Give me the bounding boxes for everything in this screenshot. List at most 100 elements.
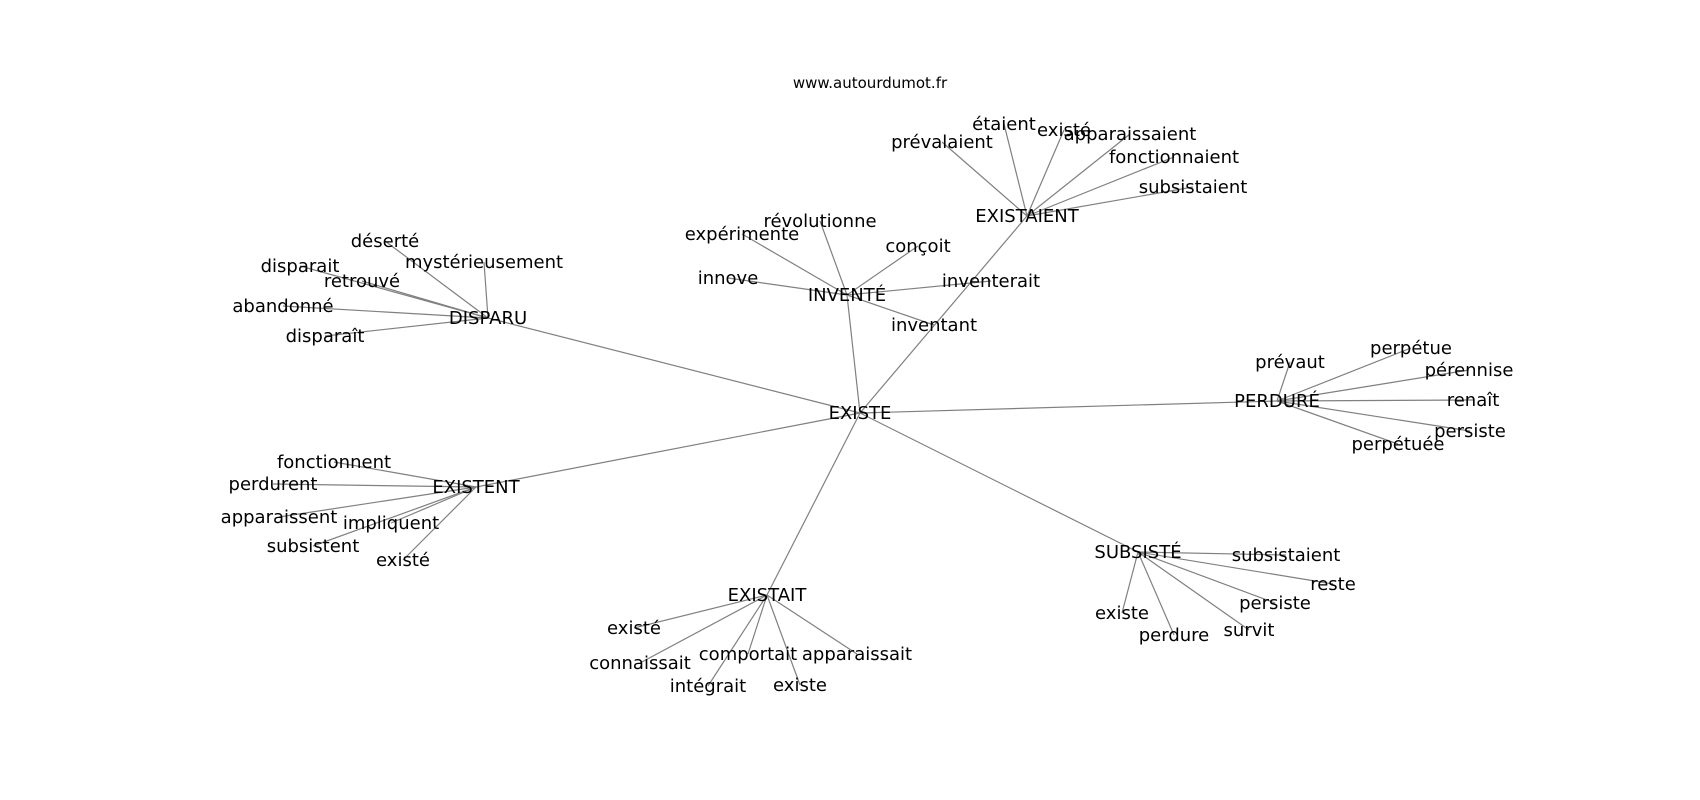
edge-hub-leaf	[1137, 551, 1276, 604]
leaf-node[interactable]: disparaît	[286, 326, 365, 347]
edge-hub-leaf	[846, 294, 935, 326]
leaf-node[interactable]: prévaut	[1255, 352, 1325, 373]
leaf-node[interactable]: connaissait	[589, 653, 691, 674]
leaf-node[interactable]: abandonné	[232, 296, 333, 317]
leaf-node[interactable]: persiste	[1239, 593, 1311, 614]
edge-hub-leaf	[766, 594, 858, 655]
edge-hub-leaf	[819, 220, 848, 296]
hub-node[interactable]: EXISTAIENT	[975, 206, 1079, 227]
edge-hub-leaf	[361, 280, 489, 319]
edge-hub-leaf	[282, 305, 489, 319]
edge-hub-leaf	[1137, 551, 1250, 631]
leaf-node[interactable]: perdure	[1139, 625, 1210, 646]
edge-hub-leaf	[1026, 129, 1065, 217]
hub-node[interactable]: PERDURÉ	[1234, 390, 1320, 412]
leaf-node[interactable]: persiste	[1434, 421, 1506, 442]
leaf-node[interactable]: conçoit	[885, 236, 950, 257]
edge-hub-leaf	[727, 277, 848, 296]
edge-hub-leaf	[1137, 551, 1287, 556]
leaf-node[interactable]: révolutionne	[763, 211, 876, 232]
edge-hub-leaf	[312, 486, 477, 547]
hub-node[interactable]: EXISTENT	[432, 477, 520, 498]
edge-hub-leaf	[324, 317, 489, 337]
leaf-node[interactable]: reste	[1310, 574, 1356, 595]
edge-center-hub	[475, 412, 861, 488]
source-label: www.autourdumot.fr	[793, 74, 948, 92]
edge-hub-leaf	[846, 245, 919, 296]
edge-hub-leaf	[1276, 400, 1399, 445]
leaf-node[interactable]: pérennise	[1425, 360, 1514, 381]
edge-hub-leaf	[1276, 369, 1470, 402]
edge-hub-leaf	[278, 486, 477, 518]
edge-hub-leaf	[384, 240, 489, 319]
leaf-node[interactable]: perpétuée	[1351, 434, 1444, 455]
leaf-node[interactable]: perdurent	[229, 474, 318, 495]
hub-node[interactable]: DISPARU	[449, 308, 527, 329]
edge-hub-leaf	[1276, 399, 1474, 402]
edge-center-hub	[846, 294, 861, 414]
leaf-node[interactable]: fonctionnent	[277, 452, 391, 473]
edge-hub-leaf	[1276, 347, 1412, 402]
edge-hub-leaf	[1137, 551, 1334, 585]
center-node[interactable]: EXISTE	[829, 403, 892, 424]
edge-hub-leaf	[333, 461, 477, 488]
leaf-node[interactable]: renaît	[1447, 390, 1500, 411]
edge-hub-leaf	[633, 594, 768, 629]
edge-hub-leaf	[1026, 156, 1175, 217]
leaf-node[interactable]: impliquent	[343, 513, 439, 534]
edge-hub-leaf	[1003, 123, 1028, 217]
hub-node[interactable]: EXISTAIT	[728, 585, 808, 606]
edge-center-hub	[859, 400, 1278, 414]
edge-hub-leaf	[747, 594, 768, 655]
edge-hub-leaf	[1137, 551, 1175, 636]
leaf-node[interactable]: existé	[376, 550, 430, 571]
edge-hub-leaf	[639, 594, 768, 664]
edges	[272, 123, 1474, 687]
leaf-node[interactable]: expérimente	[685, 224, 799, 245]
leaf-node[interactable]: existé	[1037, 120, 1091, 141]
edge-hub-leaf	[272, 483, 477, 488]
edge-hub-leaf	[1121, 551, 1139, 614]
edge-hub-leaf	[1276, 361, 1291, 402]
leaf-node[interactable]: inventerait	[942, 271, 1040, 292]
hub-node[interactable]: SUBSISTÉ	[1094, 541, 1181, 563]
leaf-node[interactable]: mystérieusement	[405, 252, 563, 273]
edge-hub-leaf	[741, 233, 848, 296]
edge-center-hub	[766, 412, 861, 596]
hub-node[interactable]: INVENTÉ	[808, 284, 886, 306]
edge-center-hub	[859, 215, 1028, 414]
leaf-node[interactable]: existe	[773, 675, 827, 696]
edge-hub-leaf	[1276, 400, 1471, 432]
leaf-node[interactable]: apparaissaient	[1064, 124, 1197, 145]
leaf-node[interactable]: subsistaient	[1232, 545, 1341, 566]
leaf-node[interactable]: retrouvé	[324, 271, 400, 292]
leaf-node[interactable]: fonctionnaient	[1109, 147, 1239, 168]
edge-center-hub	[859, 412, 1139, 553]
leaf-node[interactable]: déserté	[351, 231, 419, 252]
edge-hub-leaf	[941, 141, 1028, 217]
edge-hub-leaf	[1026, 133, 1131, 217]
leaf-node[interactable]: subsistaient	[1139, 177, 1248, 198]
leaf-node[interactable]: comportait	[699, 644, 797, 665]
leaf-node[interactable]: survit	[1224, 620, 1275, 641]
leaf-node[interactable]: perpétue	[1370, 338, 1452, 359]
leaf-node[interactable]: subsistent	[267, 536, 360, 557]
leaf-node[interactable]: apparaissent	[221, 507, 338, 528]
edge-hub-leaf	[483, 261, 489, 319]
leaf-node[interactable]: disparait	[261, 256, 340, 277]
edge-hub-leaf	[846, 280, 992, 296]
edge-hub-leaf	[390, 486, 477, 524]
leaf-node[interactable]: innove	[698, 268, 759, 289]
edge-hub-leaf	[707, 594, 768, 687]
leaf-node[interactable]: existe	[1095, 603, 1149, 624]
leaf-node[interactable]: étaient	[972, 114, 1036, 135]
leaf-node[interactable]: intégrait	[670, 676, 746, 697]
leaf-node[interactable]: inventant	[891, 315, 977, 336]
leaf-node[interactable]: prévalaient	[891, 132, 993, 153]
edge-center-hub	[487, 317, 861, 414]
leaf-node[interactable]: apparaissait	[802, 644, 912, 665]
leaf-node[interactable]: existé	[607, 618, 661, 639]
edge-hub-leaf	[766, 594, 801, 686]
